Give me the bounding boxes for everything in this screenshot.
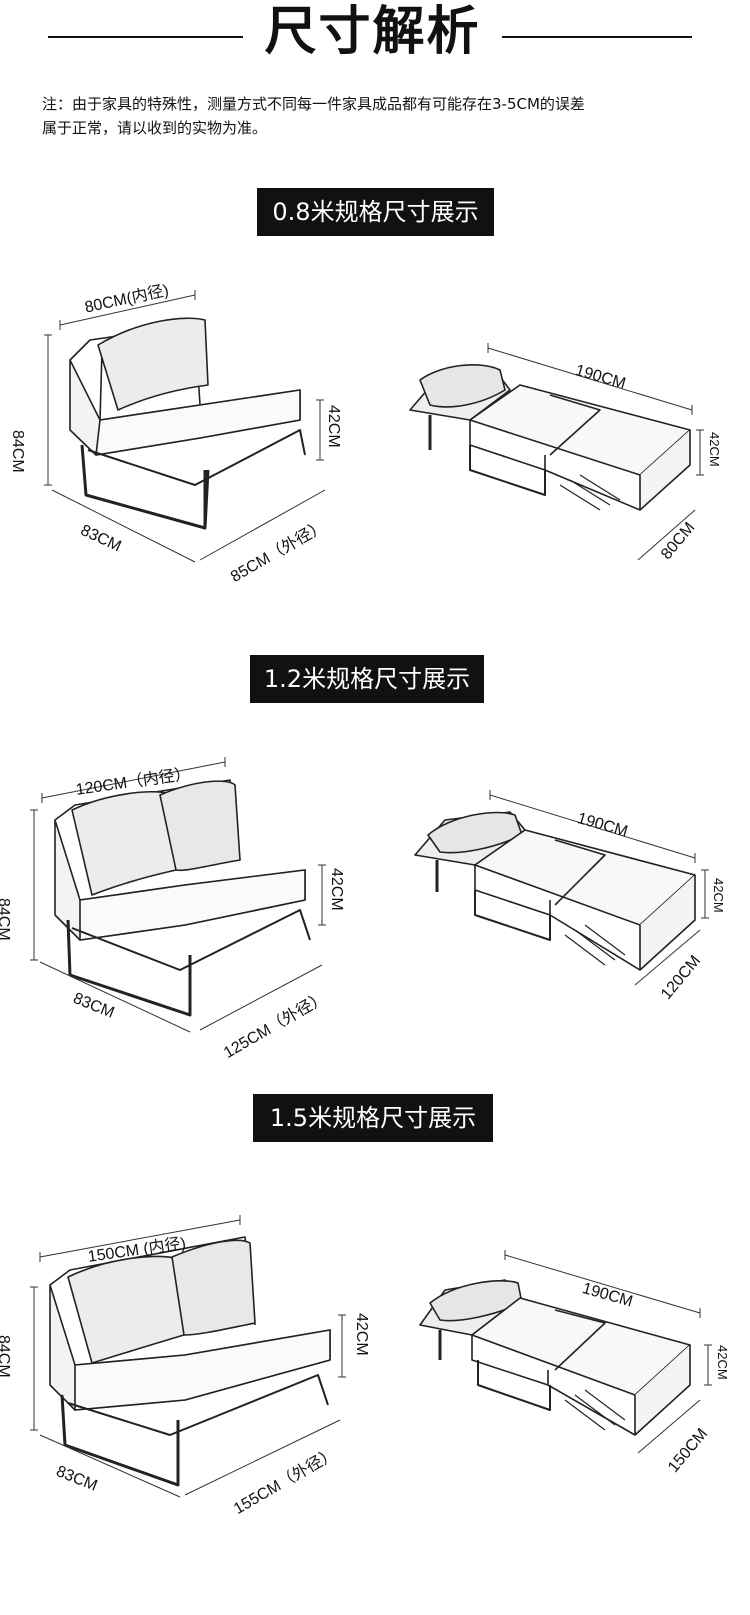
loveseat-height-label: 84CM xyxy=(0,898,12,941)
spec-section-1-5m: 150CM (内径) 84CM 42CM 83CM 155CM（外径） 190C… xyxy=(0,1195,750,1615)
chair-height-label: 84CM xyxy=(9,430,26,473)
sofa-loveseat-illustration xyxy=(30,757,709,1033)
title-rule-right xyxy=(502,36,692,38)
spec-section-0-8m: 80CM(内径) 84CM 42CM 83CM 85CM（外径） 190CM 4… xyxy=(0,270,750,690)
spec-section-1-2m: 120CM（内径） 84CM 42CM 83CM 125CM（外径） 190CM… xyxy=(0,740,750,1160)
measurement-note: 注：由于家具的特殊性，测量方式不同每一件家具成品都有可能存在3-5CM的误差 属… xyxy=(42,92,722,140)
section-label-1-2m: 1.2米规格尺寸展示 xyxy=(250,655,484,703)
sofa-chair-illustration xyxy=(44,290,704,563)
title-rule-left xyxy=(48,36,243,38)
section-label-1-5m: 1.5米规格尺寸展示 xyxy=(253,1094,493,1142)
chair-seat-height-label: 42CM xyxy=(325,405,342,448)
three-seat-height-label: 84CM xyxy=(0,1335,12,1378)
bed-height-label: 42CM xyxy=(707,432,722,467)
sofa-three-seat-illustration xyxy=(30,1215,712,1498)
note-line-2: 属于正常，请以收到的实物为准。 xyxy=(42,119,268,137)
page-header: 尺寸解析 xyxy=(0,0,750,70)
bed-height-label: 42CM xyxy=(715,1345,730,1380)
bed-height-label: 42CM xyxy=(711,878,726,913)
note-line-1: 注：由于家具的特殊性，测量方式不同每一件家具成品都有可能存在3-5CM的误差 xyxy=(42,95,585,113)
loveseat-seat-height-label: 42CM xyxy=(328,868,345,911)
page-title: 尺寸解析 xyxy=(264,2,481,62)
section-label-0-8m: 0.8米规格尺寸展示 xyxy=(257,188,494,236)
three-seat-seat-height-label: 42CM xyxy=(353,1313,370,1356)
